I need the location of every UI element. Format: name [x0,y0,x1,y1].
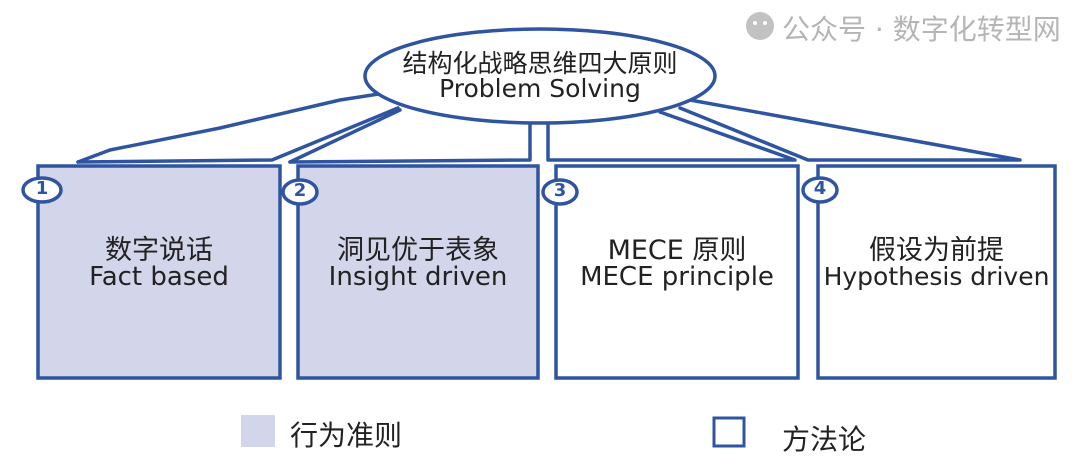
root-title-zh: 结构化战略思维四大原则 [402,49,678,78]
badge-1-number: 1 [35,178,49,199]
legend-label-outline: 方法论 [782,423,867,456]
badge-2-number: 2 [293,180,307,201]
principle-4-zh: 假设为前提 [869,235,1004,266]
badge-3 [541,178,579,206]
principle-2-en: Insight driven [328,262,508,292]
principle-3-zh: MECE 原则 [607,235,747,266]
watermark: 公众号 · 数字化转型网 [782,13,1061,46]
wechat-icon [746,12,774,40]
badge-4-number: 4 [813,178,827,199]
box-4 [816,164,1057,380]
root-ellipse [363,27,717,125]
legend-swatch-outline [712,416,746,448]
principle-1-zh: 数字说话 [105,235,213,266]
connectors [76,91,1022,164]
badge-1 [21,176,63,204]
box-2 [296,164,540,380]
legend-label-filled: 行为准则 [290,419,403,452]
principle-2-zh: 洞见优于表象 [337,235,499,266]
principle-4-en: Hypothesis driven [823,262,1050,291]
principle-1-en: Fact based [89,262,229,292]
badge-4 [801,176,839,204]
legend-swatch-filled [241,415,275,447]
box-1 [36,164,282,380]
badge-3-number: 3 [553,180,567,201]
box-3 [554,164,800,380]
principle-3-en: MECE principle [580,262,774,292]
root-title-en: Problem Solving [439,74,641,103]
badge-2 [281,178,319,206]
